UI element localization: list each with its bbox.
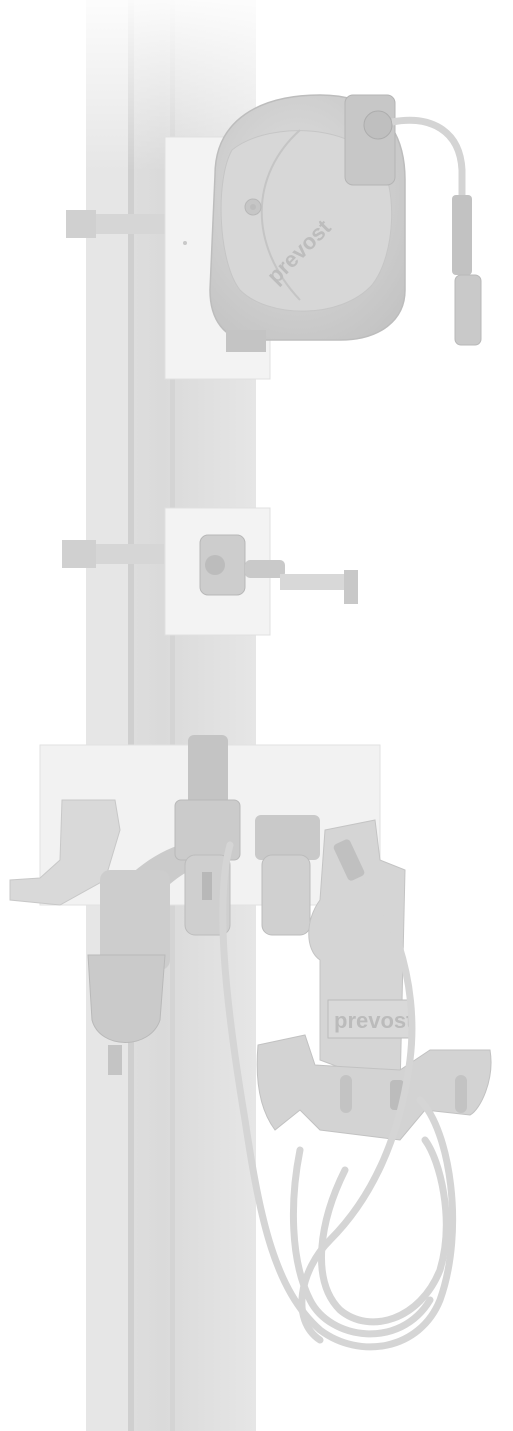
hose-reel: prevost [209, 94, 406, 352]
coiled-hose [219, 841, 457, 1351]
pressure-regulator [174, 735, 241, 861]
reel-mount-clamp [66, 210, 168, 238]
lubricator-bowl [87, 954, 166, 1075]
hose-holder-bracket: prevost [308, 819, 414, 1091]
middle-mount-clamp [62, 540, 164, 568]
reel-hose [391, 116, 482, 346]
tool-holder-left [9, 799, 121, 906]
holder-brand-label: prevost [334, 1008, 414, 1033]
filter-bowl-left [184, 854, 231, 936]
hose-coupler [333, 839, 365, 881]
ball-valve [199, 534, 358, 604]
filter-bowl-right [255, 815, 320, 936]
